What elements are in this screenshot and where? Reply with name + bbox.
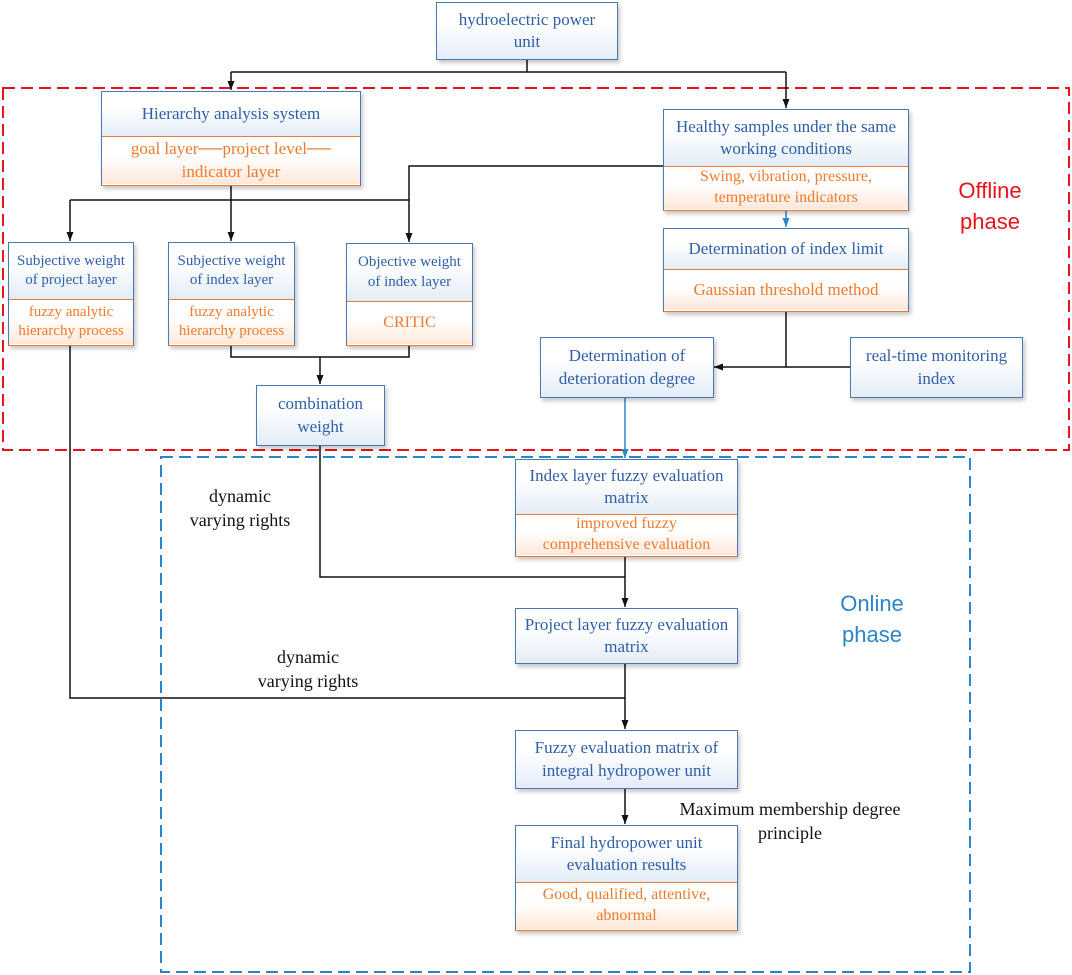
node-healthy-samples: Healthy samples under the same working c…	[663, 109, 909, 211]
node-determination-deterioration-degree: Determination of deterioration degree	[540, 337, 714, 398]
node-title: Fuzzy evaluation matrix of integral hydr…	[516, 731, 737, 788]
node-subjective-weight-index-layer: Subjective weight of index layer fuzzy a…	[168, 242, 295, 346]
node-method: improved fuzzy comprehensive evaluation	[516, 514, 737, 555]
node-title: Subjective weight of index layer	[169, 243, 294, 299]
node-title: Project layer fuzzy evaluation matrix	[516, 609, 737, 663]
online-phase-frame	[160, 456, 971, 973]
node-project-layer-fuzzy-evaluation-matrix: Project layer fuzzy evaluation matrix	[515, 608, 738, 664]
connector-unit-split	[231, 60, 786, 73]
node-objective-weight-index-layer: Objective weight of index layer CRITIC	[346, 243, 473, 346]
label-dynamic-varying-rights-1: dynamic varying rights	[189, 486, 291, 531]
node-combination-weight: combination weight	[256, 385, 385, 446]
node-title: Hierarchy analysis system	[102, 92, 360, 136]
connector-subjective-project-down	[69, 346, 625, 699]
node-index-layer-fuzzy-evaluation-matrix: Index layer fuzzy evaluation matrix impr…	[515, 459, 738, 557]
connector-weights-merge	[230, 346, 410, 358]
node-determination-index-limit: Determination of index limit Gaussian th…	[663, 228, 909, 312]
node-method: Gaussian threshold method	[664, 269, 908, 310]
node-final-evaluation-results: Final hydropower unit evaluation results…	[515, 825, 738, 931]
node-method: fuzzy analytic hierarchy process	[9, 299, 133, 344]
node-title: Final hydropower unit evaluation results	[516, 826, 737, 882]
node-method: CRITIC	[347, 301, 472, 344]
node-method: goal layer──project level── indicator la…	[102, 136, 360, 184]
label-dynamic-varying-rights-2: dynamic varying rights	[257, 647, 359, 692]
arrow-healthy-to-objective	[405, 165, 663, 242]
node-title: Determination of index limit	[664, 229, 908, 269]
node-real-time-monitoring-index: real-time monitoring index	[850, 337, 1023, 398]
connector-combination-down	[319, 446, 625, 578]
connector-hierarchy-split	[70, 186, 409, 201]
node-title: Objective weight of index layer	[347, 244, 472, 301]
node-method: fuzzy analytic hierarchy process	[169, 299, 294, 344]
node-hydroelectric-power-unit: hydroelectric power unit	[436, 2, 618, 60]
offline-phase-title: Offline phase	[958, 178, 1022, 234]
node-title: real-time monitoring index	[851, 338, 1022, 397]
node-title: Determination of deterioration degree	[541, 338, 713, 397]
node-fuzzy-evaluation-matrix-integral: Fuzzy evaluation matrix of integral hydr…	[515, 730, 738, 789]
node-method: Good, qualified, attentive, abnormal	[516, 882, 737, 929]
node-method: Swing, vibration, pressure, temperature …	[664, 166, 908, 209]
label-maximum-membership-principle: Maximum membership degree principle	[679, 799, 901, 844]
node-subjective-weight-project-layer: Subjective weight of project layer fuzzy…	[8, 242, 134, 346]
offline-phase-frame	[2, 87, 1070, 451]
node-title: Healthy samples under the same working c…	[664, 110, 908, 166]
node-title: Index layer fuzzy evaluation matrix	[516, 460, 737, 514]
node-hierarchy-analysis-system: Hierarchy analysis system goal layer──pr…	[101, 91, 361, 186]
node-title: combination weight	[257, 386, 384, 445]
node-title: hydroelectric power unit	[437, 3, 617, 59]
online-phase-title: Online phase	[840, 591, 904, 647]
node-title: Subjective weight of project layer	[9, 243, 133, 299]
